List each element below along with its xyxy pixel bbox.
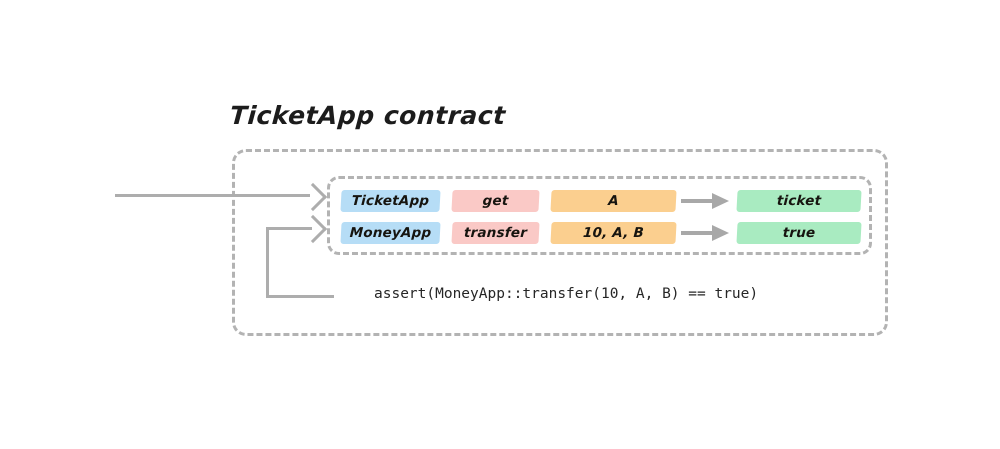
assert-code-line: assert(MoneyApp::transfer(10, A, B) == t…: [374, 286, 759, 302]
result-chip-label: ticket: [776, 193, 822, 209]
contract-boundary-box: [232, 149, 888, 336]
method-chip[interactable]: transfer: [451, 222, 540, 244]
result-arrow-icon: [681, 222, 733, 244]
assert-connector-top-segment: [266, 227, 312, 230]
method-chip[interactable]: get: [451, 190, 540, 212]
method-chip-label: get: [482, 193, 509, 209]
result-chip[interactable]: true: [736, 222, 862, 244]
module-chip[interactable]: MoneyApp: [340, 222, 441, 244]
result-arrow-head: [712, 225, 729, 241]
result-chip[interactable]: ticket: [736, 190, 862, 212]
arguments-chip-label: 10, A, B: [582, 225, 645, 241]
module-chip-label: TicketApp: [351, 193, 430, 209]
result-arrow-head: [712, 193, 729, 209]
module-chip[interactable]: TicketApp: [340, 190, 441, 212]
result-arrow-shaft: [681, 199, 714, 203]
result-arrow-icon: [681, 190, 733, 212]
page-title: TicketApp contract: [228, 101, 507, 130]
arguments-chip[interactable]: 10, A, B: [550, 222, 677, 244]
call-table-box: [327, 176, 872, 255]
arguments-chip[interactable]: A: [550, 190, 677, 212]
arguments-chip-label: A: [607, 193, 620, 209]
result-arrow-shaft: [681, 231, 714, 235]
assert-connector-bottom-segment: [266, 295, 334, 298]
result-chip-label: true: [782, 225, 816, 241]
module-chip-label: MoneyApp: [349, 225, 432, 241]
method-chip-label: transfer: [463, 225, 528, 241]
incoming-arrow-shaft: [115, 194, 310, 197]
assert-connector-vertical-segment: [266, 227, 269, 298]
